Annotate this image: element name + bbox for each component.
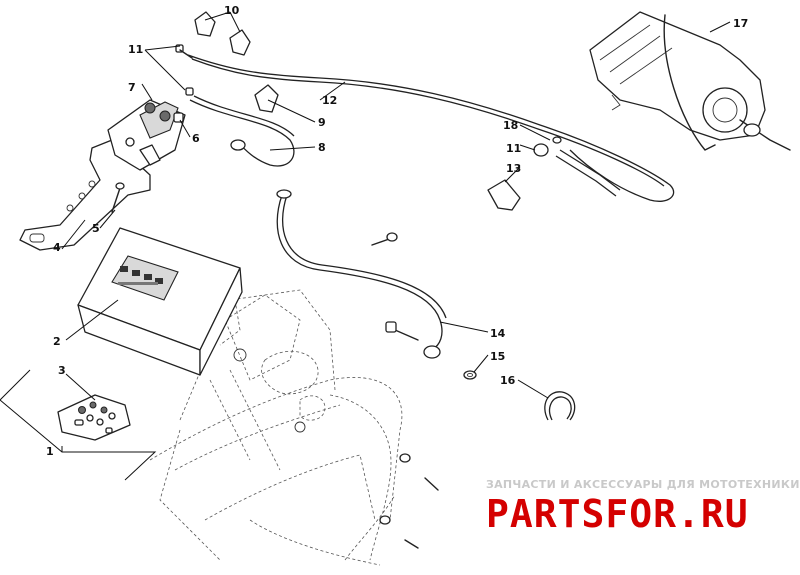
callout-10: 10 xyxy=(224,4,240,17)
watermark-logo: PARTSFOR.RU xyxy=(486,492,749,536)
callout-4: 4 xyxy=(53,241,61,254)
callout-7: 7 xyxy=(128,81,136,94)
callout-14: 14 xyxy=(490,327,506,340)
starter-terminal-cable xyxy=(533,136,621,197)
bolt xyxy=(371,232,398,246)
ground-cable xyxy=(276,189,447,359)
battery xyxy=(77,227,243,376)
callout-16: 16 xyxy=(500,374,516,387)
watermark: ЗАПЧАСТИ И АКСЕССУАРЫ ДЛЯ МОТОТЕХНИКИ PA… xyxy=(486,478,800,536)
hardware-kit xyxy=(0,369,157,481)
callout-17: 17 xyxy=(733,17,748,30)
callout-1: 1 xyxy=(46,445,54,458)
callout-labels: 1 2 3 4 5 6 7 8 9 10 11 11 12 13 14 15 1… xyxy=(46,4,748,458)
starter-motor xyxy=(589,11,791,151)
callout-11-right: 11 xyxy=(506,142,521,155)
leader-lines xyxy=(61,11,731,452)
callout-6: 6 xyxy=(192,132,200,145)
battery-warning-label xyxy=(118,266,163,285)
watermark-tagline: ЗАПЧАСТИ И АКСЕССУАРЫ ДЛЯ МОТОТЕХНИКИ xyxy=(486,478,800,491)
callout-9: 9 xyxy=(318,116,326,129)
terminal-boot xyxy=(487,179,521,211)
callout-5: 5 xyxy=(92,222,100,235)
chassis-frame xyxy=(149,289,403,566)
callout-13: 13 xyxy=(506,162,521,175)
screw xyxy=(111,182,125,213)
callout-12: 12 xyxy=(322,94,337,107)
terminal-boot xyxy=(254,84,279,113)
bolt xyxy=(385,321,419,341)
starter-cable xyxy=(179,49,675,202)
solenoid-cable xyxy=(189,95,295,167)
clamp-ring xyxy=(544,391,576,421)
callout-15: 15 xyxy=(490,350,505,363)
nut xyxy=(175,44,194,96)
callout-2: 2 xyxy=(53,335,61,348)
nut xyxy=(173,112,184,123)
terminal-boot xyxy=(194,11,251,56)
callout-8: 8 xyxy=(318,141,326,154)
fastener xyxy=(379,453,439,549)
callout-18: 18 xyxy=(503,119,518,132)
battery-bracket xyxy=(19,139,151,251)
callout-11-top: 11 xyxy=(128,43,143,56)
washer xyxy=(463,370,477,380)
callout-3: 3 xyxy=(58,364,66,377)
